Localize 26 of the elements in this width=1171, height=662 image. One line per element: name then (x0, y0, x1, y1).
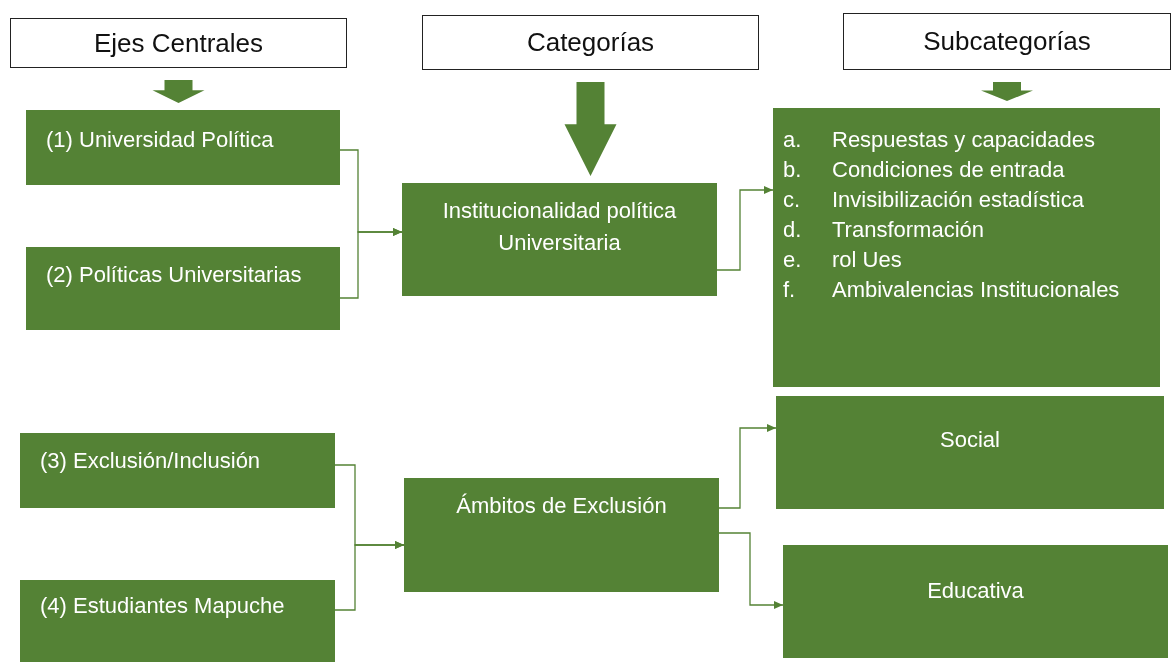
list-item: f. Ambivalencias Institucionales (783, 276, 1121, 304)
process-box: Institucionalidad política Universitaria (402, 183, 717, 296)
header-box: Subcategorías (843, 13, 1171, 70)
process-box: Ámbitos de Exclusión (404, 478, 719, 592)
process-box: Educativa (783, 545, 1168, 658)
block-arrow (564, 82, 617, 176)
connector-arrow (334, 541, 405, 611)
block-arrow (981, 82, 1033, 101)
list-item: a. Respuestas y capacidades (783, 126, 1096, 154)
list-item: b. Condiciones de entrada (783, 156, 1066, 184)
process-box: (1) Universidad Política (26, 110, 340, 185)
block-arrow (152, 80, 205, 103)
connector-arrow (339, 228, 403, 299)
process-box: (2) Políticas Universitarias (26, 247, 340, 330)
process-box: Social (776, 396, 1164, 509)
list-item: c. Invisibilización estadística (783, 186, 1085, 214)
list-box (773, 108, 1160, 387)
connector-arrow (716, 186, 774, 271)
connector-arrow (718, 532, 784, 609)
process-box: (4) Estudiantes Mapuche (20, 580, 335, 662)
header-box: Ejes Centrales (10, 18, 347, 68)
connector-arrow (718, 424, 777, 509)
header-box: Categorías (422, 15, 759, 70)
list-item: d. Transformación (783, 216, 985, 244)
list-item: e. rol Ues (783, 246, 903, 274)
process-box: (3) Exclusión/Inclusión (20, 433, 335, 508)
